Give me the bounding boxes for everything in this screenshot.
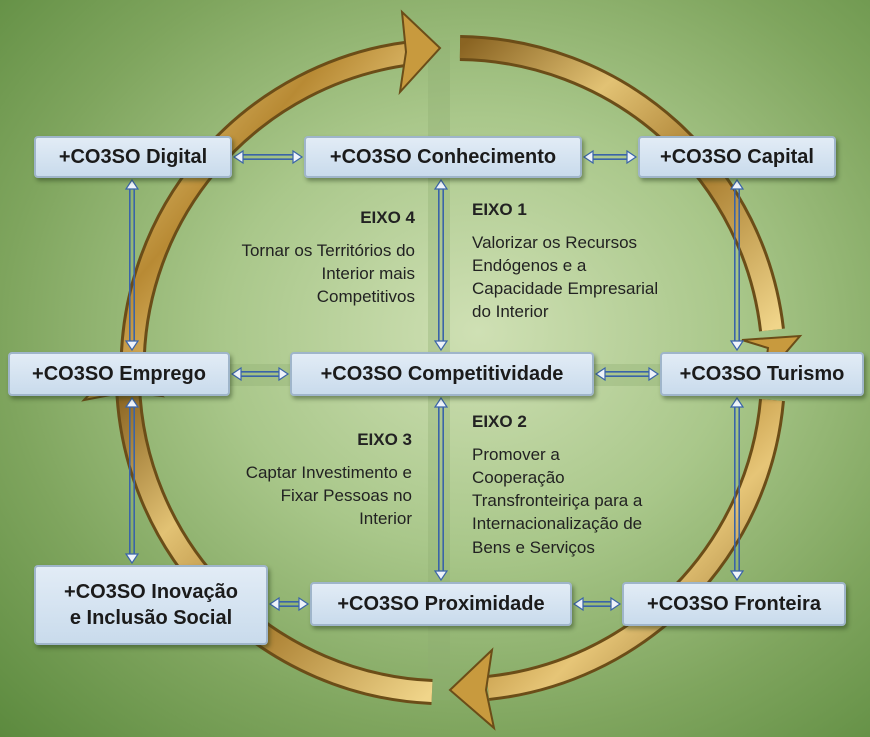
axis-eixo4-title: EIXO 4 xyxy=(360,208,415,227)
arrowhead-bottom xyxy=(448,647,496,731)
axis-eixo2-line: Promover a xyxy=(472,445,560,465)
connector-digital-conhecimento xyxy=(232,149,304,165)
connector-competitividade-proximidade xyxy=(433,396,449,582)
node-inovacao-line2: e Inclusão Social xyxy=(69,607,233,629)
axis-eixo4: EIXO 4 Tornar os Territórios do Interior… xyxy=(160,206,415,308)
axis-eixo3-line: Fixar Pessoas no xyxy=(280,486,412,506)
axis-eixo1-line: Endógenos e a xyxy=(472,256,587,276)
axis-eixo4-line: Tornar os Territórios do xyxy=(241,241,415,261)
node-capital: +CO3SO Capital xyxy=(638,136,836,178)
connector-conhecimento-competitividade xyxy=(433,178,449,352)
axis-eixo3: EIXO 3 Captar Investimento e Fixar Pesso… xyxy=(160,428,412,530)
axis-eixo2: EIXO 2 Promover a Cooperação Transfronte… xyxy=(472,410,732,559)
connector-capital-turismo xyxy=(729,178,745,352)
connectors xyxy=(124,149,745,612)
node-proximidade: +CO3SO Proximidade xyxy=(310,582,572,626)
connector-digital-emprego xyxy=(124,178,140,352)
axis-eixo2-title: EIXO 2 xyxy=(472,412,527,431)
node-fronteira: +CO3SO Fronteira xyxy=(622,582,846,626)
axis-eixo3-line: Captar Investimento e xyxy=(245,463,412,483)
node-competitividade: +CO3SO Competitividade xyxy=(290,352,594,396)
node-digital: +CO3SO Digital xyxy=(34,136,232,178)
connector-emprego-competitividade xyxy=(230,366,290,382)
node-inovacao-line1: +CO3SO Inovação xyxy=(64,581,238,603)
axis-eixo4-line: Interior mais xyxy=(321,264,415,284)
axis-eixo4-line: Competitivos xyxy=(316,287,415,307)
connector-emprego-inovacao xyxy=(124,396,140,565)
connector-competitividade-turismo xyxy=(594,366,660,382)
axis-eixo2-line: Bens e Serviços xyxy=(472,537,595,557)
connector-conhecimento-capital xyxy=(582,149,638,165)
axis-eixo3-line: Interior xyxy=(359,509,412,529)
axis-eixo1-title: EIXO 1 xyxy=(472,200,527,219)
connector-turismo-fronteira xyxy=(729,396,745,582)
node-inovacao: +CO3SO Inovação e Inclusão Social xyxy=(34,565,268,645)
node-turismo: +CO3SO Turismo xyxy=(660,352,864,396)
axis-eixo2-line: Cooperação xyxy=(472,468,565,488)
ring-arc-top-right xyxy=(459,35,785,332)
axis-eixo3-title: EIXO 3 xyxy=(357,430,412,449)
connector-proximidade-fronteira xyxy=(572,596,622,612)
node-emprego: +CO3SO Emprego xyxy=(8,352,230,396)
axis-eixo2-line: Transfronteiriça para a xyxy=(472,491,643,511)
axis-eixo2-line: Internacionalização de xyxy=(472,514,643,534)
axis-eixo1-line: Valorizar os Recursos xyxy=(472,233,638,253)
arrowhead-top xyxy=(398,9,442,96)
node-conhecimento: +CO3SO Conhecimento xyxy=(304,136,582,178)
axis-eixo1: EIXO 1 Valorizar os Recursos Endógenos e… xyxy=(472,198,732,324)
axis-eixo1-line: do Interior xyxy=(472,302,549,322)
connector-inovacao-proximidade xyxy=(268,596,310,612)
axis-eixo1-line: Capacidade Empresarial xyxy=(472,279,659,299)
